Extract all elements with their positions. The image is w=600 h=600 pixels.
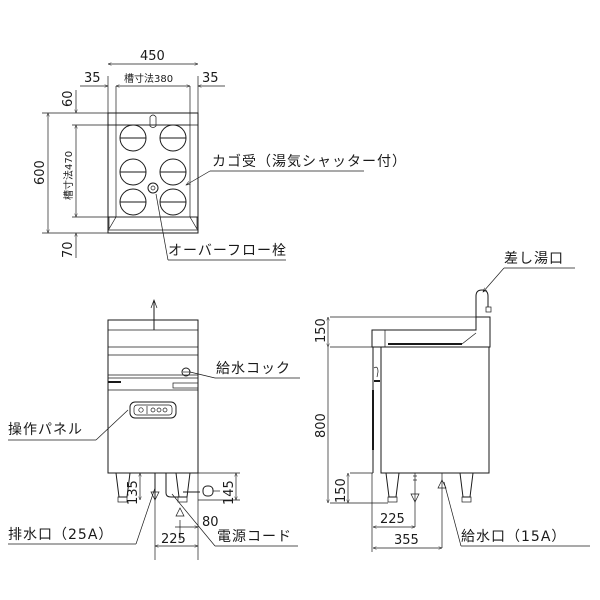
label-overflow-plug: オーバーフロー栓 xyxy=(168,243,287,259)
dim-body-height: 800 xyxy=(314,413,329,438)
dim-left-margin: 35 xyxy=(84,71,101,86)
label-drain-outlet: 排水口（25A） xyxy=(8,527,113,543)
side-view: 150 800 150 225 355 差し湯口 給水口（15A） xyxy=(314,250,590,552)
label-water-cock: 給水コック xyxy=(216,361,291,377)
front-view: 135 145 80 225 給水コック 操作パネル 排水口（25A） 電源コー… xyxy=(8,299,300,560)
tank-outline xyxy=(115,124,191,218)
label-control-panel: 操作パネル xyxy=(8,422,83,438)
dim-inlet-depth: 355 xyxy=(394,533,419,548)
front-view-outline xyxy=(107,319,199,474)
dim-drain-offset: 225 xyxy=(161,532,186,547)
dim-drain-depth: 225 xyxy=(380,512,405,527)
dim-right-margin: 35 xyxy=(202,71,219,86)
dim-cord-height: 145 xyxy=(222,480,237,505)
dim-front-margin: 70 xyxy=(61,241,76,258)
dim-top-height: 150 xyxy=(314,318,329,343)
dim-back-margin: 60 xyxy=(61,90,76,107)
label-basket-holder: カゴ受（湯気シャッター付） xyxy=(212,153,407,170)
side-view-outline xyxy=(380,346,490,474)
hot-water-hook-icon xyxy=(149,114,157,128)
dim-cord-offset: 80 xyxy=(202,515,219,530)
dim-drain-height: 135 xyxy=(126,480,141,505)
dim-leg-height: 150 xyxy=(334,478,349,503)
label-water-inlet: 給水口（15A） xyxy=(461,529,566,545)
dim-tank-depth: 槽寸法470 xyxy=(62,151,75,200)
label-hot-water-inlet: 差し湯口 xyxy=(504,250,564,267)
control-panel-graphic xyxy=(129,401,177,419)
top-view: 450 35 槽寸法380 35 600 60 槽寸法470 70 カゴ受（湯気… xyxy=(33,49,407,261)
overflow-plug-icon xyxy=(147,182,159,194)
basket-circles xyxy=(119,124,187,216)
dim-overall-width: 450 xyxy=(140,49,165,64)
dim-tank-width: 槽寸法380 xyxy=(124,72,173,85)
dim-overall-depth: 600 xyxy=(33,160,48,185)
top-view-outline xyxy=(107,112,199,234)
label-power-cord: 電源コード xyxy=(217,529,292,545)
